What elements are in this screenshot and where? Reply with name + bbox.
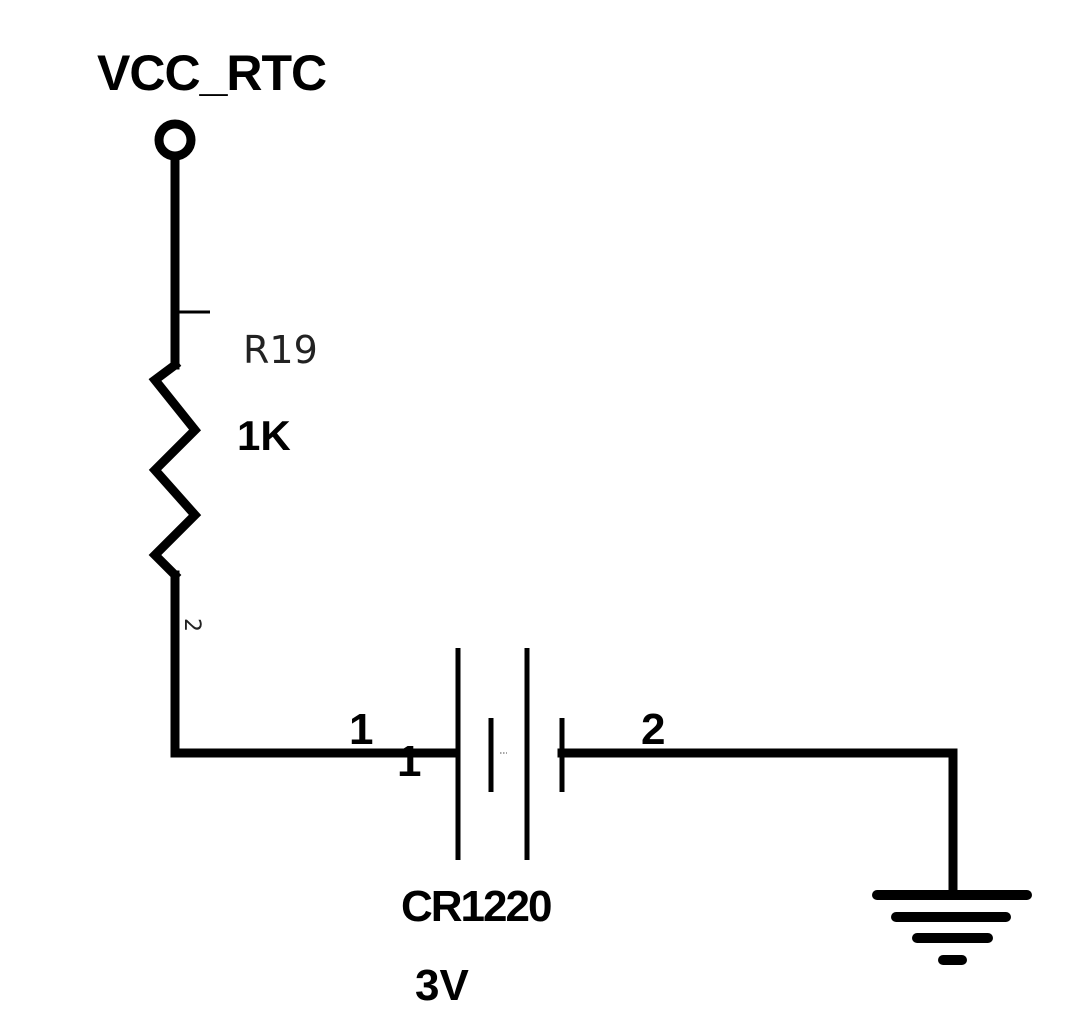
battery-part-label: CR1220 (401, 882, 551, 931)
power-port-icon (154, 119, 196, 161)
wire-battery-to-ground (557, 748, 958, 898)
resistor-value-label: 1K (237, 412, 291, 459)
net-label-vcc-rtc: VCC_RTC (97, 45, 326, 101)
resistor-pin2-mark: 2 (179, 618, 204, 632)
battery-pin2-label: 2 (641, 705, 665, 754)
battery-pin1-label: 1 (349, 705, 373, 754)
resistor-ref-label: R19 (243, 328, 318, 372)
resistor-r19-symbol (148, 358, 202, 582)
ground-icon (872, 890, 1032, 965)
battery-pin1-overlap-label: 1 (397, 737, 421, 786)
battery-voltage-label: 3V (415, 961, 469, 1010)
